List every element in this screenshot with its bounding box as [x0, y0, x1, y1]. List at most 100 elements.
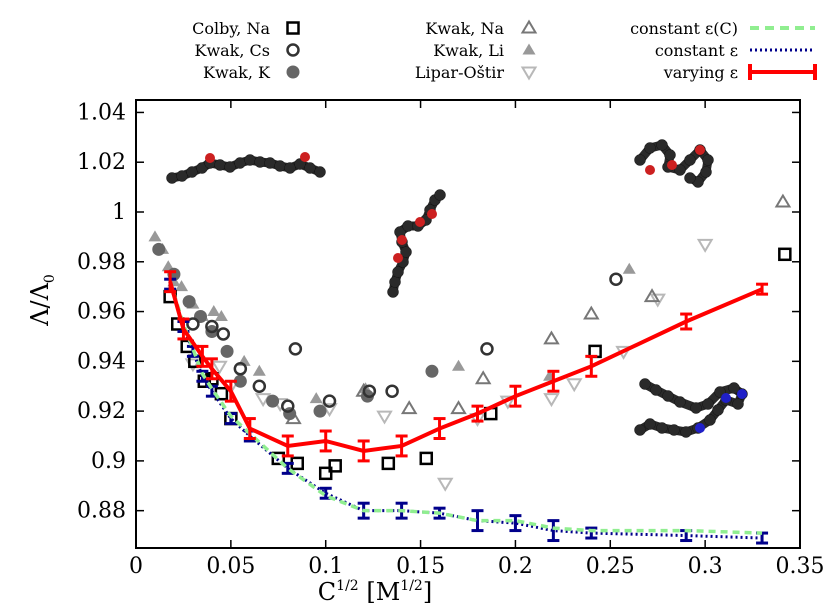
- molecule-coiled: [634, 139, 714, 188]
- error-bar: [433, 417, 446, 440]
- molecule-bent: [387, 189, 446, 298]
- error-bar: [395, 434, 408, 458]
- data-point: [322, 394, 337, 408]
- y-tick-label: 1: [112, 200, 126, 225]
- data-point: [622, 262, 636, 274]
- x-axis-label-base: C: [318, 578, 336, 606]
- plot-frame: [135, 99, 801, 549]
- legend-item: Kwak, Li: [433, 41, 536, 60]
- molecule-bead: [644, 142, 656, 154]
- x-tick-label: 0.05: [206, 554, 255, 579]
- legend-marker: [520, 66, 538, 81]
- y-tick-label: 0.96: [77, 300, 126, 325]
- molecule-ion: [721, 393, 731, 403]
- data-point: [649, 293, 666, 308]
- legend-label: constant ε(C): [630, 19, 738, 38]
- error-bar: [196, 344, 209, 368]
- series-lipar-o-tir: [184, 238, 714, 492]
- error-bar: [471, 404, 484, 423]
- molecule-ion: [737, 389, 747, 399]
- molecule-bead: [434, 189, 446, 201]
- error-bar: [680, 312, 693, 331]
- data-point: [152, 242, 166, 256]
- fit-varying-eps: [164, 270, 769, 463]
- series-kwak-cs: [186, 272, 623, 413]
- data-point: [643, 288, 661, 303]
- data-point: [381, 456, 396, 471]
- data-point: [211, 360, 228, 375]
- x-tick-label: 0.25: [586, 554, 635, 579]
- y-tick-label: 0.92: [77, 399, 126, 424]
- data-point: [281, 399, 295, 413]
- molecule-bead: [684, 154, 696, 166]
- molecule-ion: [427, 209, 437, 219]
- molecule-bead: [264, 157, 276, 169]
- x-tick-label: 0.15: [396, 554, 445, 579]
- error-bar: [243, 417, 256, 440]
- data-point: [474, 370, 492, 385]
- legend-item: varying ε: [663, 63, 817, 82]
- legend-marker: [286, 65, 300, 79]
- y-axis-label-sub: 0: [42, 274, 58, 283]
- legend-label: constant ε: [655, 41, 738, 60]
- y-tick-label: 0.98: [77, 250, 126, 275]
- data-point: [175, 280, 189, 292]
- molecule-bead: [304, 162, 316, 174]
- x-tick-label: 0.3: [688, 554, 723, 579]
- molecule-bead: [186, 166, 198, 178]
- data-point: [565, 378, 583, 393]
- x-axis-label-unit-open: [M: [359, 578, 401, 606]
- data-point: [252, 379, 267, 393]
- molecule-bead: [656, 422, 668, 434]
- molecule-ion: [397, 235, 407, 245]
- x-tick-label: 0.1: [308, 554, 343, 579]
- molecule-bead: [728, 382, 740, 394]
- molecule-bead: [402, 220, 414, 232]
- legend-label: Lipar-Oštir: [415, 63, 504, 82]
- molecule-ion: [645, 165, 655, 175]
- data-point: [774, 193, 792, 208]
- x-axis-label-unit-close: ]: [423, 578, 432, 606]
- molecule-bead: [700, 166, 712, 178]
- y-tick-label: 0.88: [77, 499, 126, 524]
- molecule-bead: [674, 396, 686, 408]
- molecule-bead: [284, 162, 296, 174]
- error-bar: [756, 282, 769, 296]
- molecule-ion: [695, 423, 705, 433]
- data-point: [309, 392, 323, 404]
- data-point: [450, 400, 467, 415]
- data-point: [609, 272, 623, 286]
- legend-label: Kwak, Li: [433, 41, 504, 60]
- molecule-bead: [392, 266, 404, 278]
- error-bar: [357, 439, 370, 463]
- legend-label: varying ε: [663, 63, 738, 82]
- plot-series: [148, 193, 792, 545]
- data-point: [283, 407, 297, 421]
- error-bar: [547, 519, 560, 543]
- data-point: [220, 344, 234, 358]
- y-tick-label: 0.9: [91, 449, 126, 474]
- fit-constant-eps-c: [168, 281, 763, 535]
- data-point: [778, 247, 792, 262]
- molecule-bead: [224, 161, 236, 173]
- x-tick-label: 0: [129, 554, 143, 579]
- data-point: [271, 451, 286, 466]
- legend-item: Kwak, Na: [425, 19, 538, 38]
- error-bar: [224, 379, 237, 403]
- molecule-bead: [166, 172, 178, 184]
- data-point: [419, 451, 434, 466]
- data-point: [328, 459, 342, 473]
- molecule-illustrations: [166, 139, 748, 438]
- legend-label: Kwak, K: [203, 63, 271, 82]
- legend-item: Lipar-Oštir: [415, 63, 538, 82]
- legend-label: Colby, Na: [192, 19, 270, 38]
- molecule-bead: [400, 246, 412, 258]
- molecule-bead: [387, 286, 399, 298]
- molecule-bead: [244, 154, 256, 166]
- molecule-bead: [704, 414, 716, 426]
- molecule-bead: [234, 157, 246, 169]
- molecule-bead: [314, 166, 326, 178]
- data-point: [207, 305, 221, 317]
- molecule-bead: [668, 424, 680, 436]
